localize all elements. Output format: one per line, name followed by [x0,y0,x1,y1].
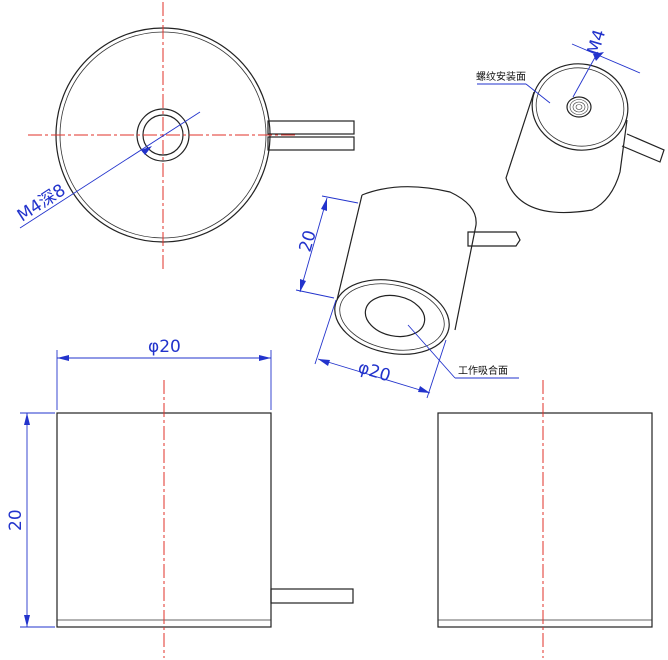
iso-top: M4 螺纹安装面 [476,27,665,214]
iso-top-body [505,91,628,214]
iso-bottom-center-hole [364,294,426,338]
iso-top-thread-ring-2 [572,101,586,113]
iso-bottom-height-ext-bottom [295,289,335,299]
iso-bottom-diameter-label: φ20 [356,358,393,387]
front-view-height-arrow-bottom [24,615,30,627]
iso-top-mount-face-label: 螺纹安装面 [476,70,526,83]
iso-top-thread-label: M4 [584,27,611,57]
iso-top-thread-hole [566,96,592,118]
iso-bottom: 20 φ20 工作吸合面 [295,186,521,399]
iso-bottom-diameter-ext-right [426,339,447,399]
iso-top-thread-arrow [593,52,604,61]
front-view-diameter-arrow-right [259,355,271,361]
iso-bottom-height-arrow-top [321,198,327,211]
iso-bottom-lead-wire [467,231,521,247]
iso-top-thread-dim-line [571,43,641,74]
front-view-lead-wire [270,588,354,604]
iso-bottom-work-face-chamfer [339,283,445,351]
iso-bottom-height-ext-top [321,195,359,204]
front-view: φ20 20 [6,337,354,658]
front-view-height-label: 20 [6,509,26,531]
iso-bottom-diameter-line [317,358,431,394]
iso-top-mount-face-leader-2 [525,83,551,104]
iso-bottom-body [361,186,477,331]
iso-bottom-diameter-ext-left [314,299,337,365]
top-view-thread-leader [19,111,201,229]
iso-top-thread-ring-1 [569,99,589,115]
iso-bottom-work-face-leader [407,324,456,379]
top-view-thread-arrow [141,146,152,155]
top-view-lead-wire-a [267,120,355,135]
iso-bottom-body-left-edge [336,194,363,301]
side-view [437,380,653,658]
iso-top-thread-ring-3 [575,104,583,110]
iso-bottom-work-face-label: 工作吸合面 [458,364,508,377]
iso-top-face-chamfer [535,67,625,147]
top-view-thread-label: M4深8 [14,180,70,226]
iso-bottom-diameter-arrow-left [318,359,330,366]
iso-top-lead-wire [621,133,665,163]
top-view-lead-wire-b [267,136,355,151]
iso-bottom-diameter-arrow-right [418,386,430,393]
front-view-diameter-label: φ20 [148,337,181,357]
iso-bottom-work-face [334,279,450,355]
iso-top-face [531,63,629,151]
iso-bottom-height-line [299,197,328,293]
iso-bottom-height-arrow-bottom [300,279,306,292]
front-view-diameter-arrow-left [57,355,69,361]
front-view-height-arrow-top [24,413,30,425]
side-view-body [437,412,653,628]
iso-top-thread-dim-ext [572,51,599,98]
